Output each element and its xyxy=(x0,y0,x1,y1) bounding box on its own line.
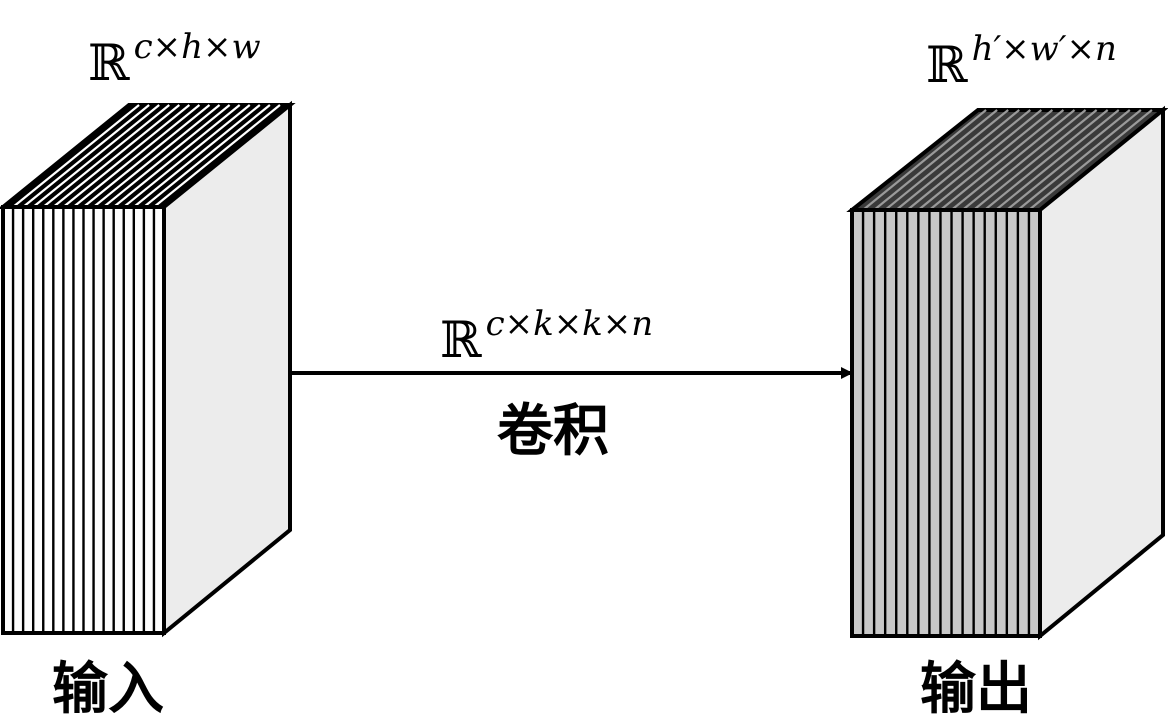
input-label: 输入 xyxy=(52,657,164,722)
channel-stripe-top xyxy=(984,109,1109,211)
channel-stripe-top xyxy=(862,109,987,211)
channel-stripe-top xyxy=(995,109,1120,211)
channel-stripe-top xyxy=(884,109,1009,211)
channel-stripe-top xyxy=(133,104,261,208)
channel-stripe-top xyxy=(972,109,1098,211)
output-top-stripes xyxy=(862,109,1153,211)
operation-shape-sup: c×k×k×n xyxy=(486,304,654,344)
channel-stripe-top xyxy=(82,104,211,208)
output-label: 输出 xyxy=(920,657,1032,722)
channel-stripe-top xyxy=(939,109,1065,211)
channel-stripe-top xyxy=(123,104,251,208)
channel-stripe-top xyxy=(52,104,181,208)
channel-stripe-top xyxy=(112,104,241,208)
channel-stripe-top xyxy=(12,104,140,208)
channel-stripe-top xyxy=(928,109,1054,211)
channel-stripe-top xyxy=(92,104,221,208)
input-shape-base: ℝ xyxy=(88,34,130,92)
input-front-stripes xyxy=(11,207,156,633)
channel-stripe-top xyxy=(1028,109,1153,211)
channel-stripe-top xyxy=(950,109,1076,211)
channel-stripe-top xyxy=(22,104,150,208)
channel-stripe-top xyxy=(32,104,160,208)
channel-stripe-top xyxy=(62,104,191,208)
output-front-stripes xyxy=(861,210,1031,636)
channel-stripe-top xyxy=(906,109,1031,211)
channel-stripe-top xyxy=(143,104,271,208)
channel-stripe-top xyxy=(1017,109,1142,211)
output-front-face xyxy=(850,208,1042,638)
channel-stripe-top xyxy=(895,109,1020,211)
output-shape-base: ℝ xyxy=(926,36,968,94)
operation-label: 卷积 xyxy=(497,399,609,464)
channel-stripe-top xyxy=(153,104,281,208)
channel-stripe-top xyxy=(102,104,231,208)
input-top-stripes xyxy=(12,104,281,208)
input-shape-sup: c×h×w xyxy=(134,27,261,67)
input-tensor-block xyxy=(0,100,296,638)
operation-shape-base: ℝ xyxy=(440,311,482,369)
channel-stripe-top xyxy=(42,104,170,208)
channel-stripe-top xyxy=(1006,109,1131,211)
channel-stripe-top xyxy=(873,109,998,211)
channel-stripe-top xyxy=(72,104,201,208)
channel-stripe-top xyxy=(961,109,1087,211)
channel-stripe-top xyxy=(917,109,1043,211)
output-tensor-block xyxy=(846,105,1168,641)
output-shape-sup: h′×w′×n xyxy=(972,29,1117,69)
